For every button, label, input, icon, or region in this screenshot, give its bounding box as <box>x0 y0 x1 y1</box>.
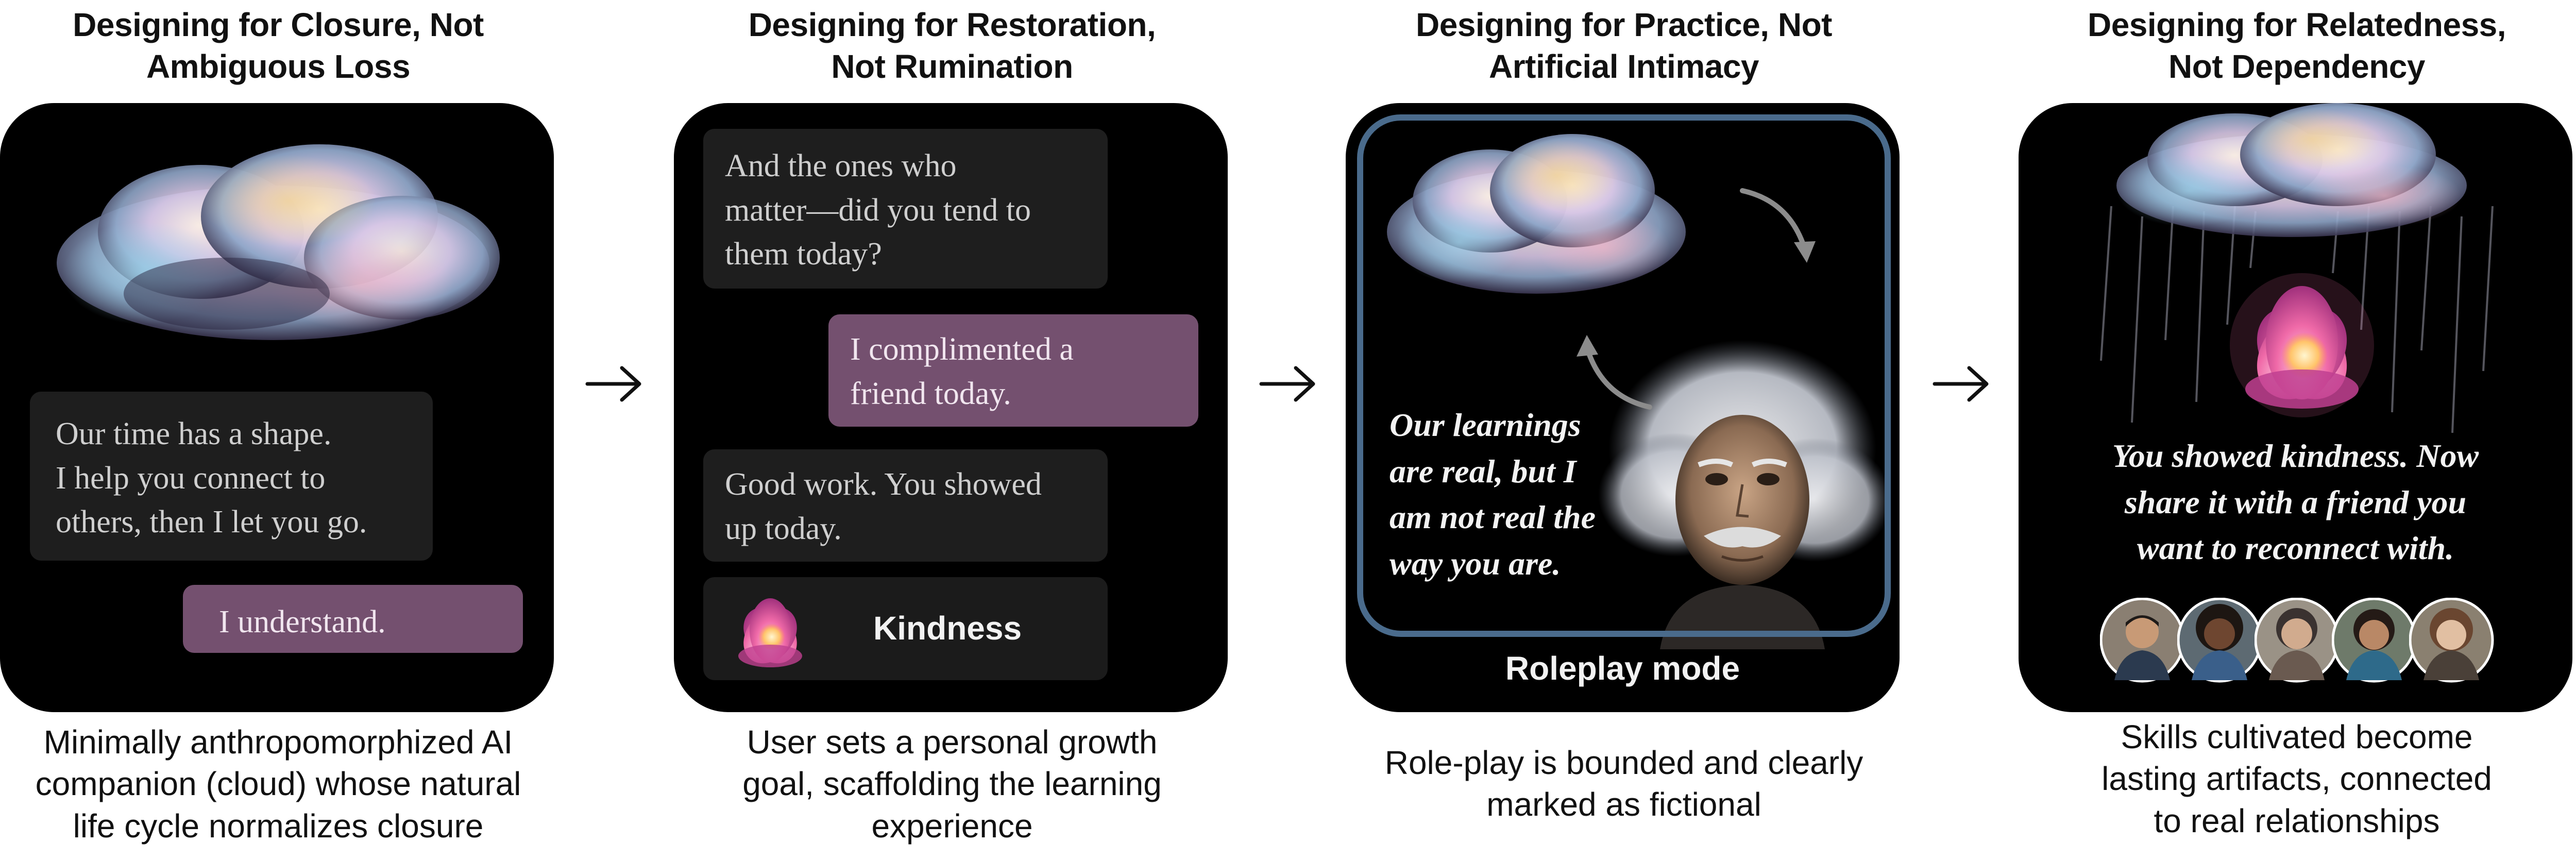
panel-3-caption: Role-play is bounded and clearly marked … <box>1384 744 1863 823</box>
user-message-bubble: I complimented a friend today. <box>828 314 1198 427</box>
roleplay-mode-label: Roleplay mode <box>1505 650 1740 687</box>
ai-message-bubble: Good work. You showed up today. <box>703 449 1108 562</box>
friend-avatars <box>2100 598 2502 683</box>
goal-label: Kindness <box>873 610 1022 647</box>
cloud-icon <box>2116 103 2467 237</box>
user-message-bubble: I understand. <box>183 585 523 653</box>
cloud-icon <box>1387 134 1686 294</box>
avatar[interactable] <box>2332 598 2417 683</box>
rain-icon <box>2100 206 2494 433</box>
panel-relatedness: You showed kindness. Now share it with a… <box>2019 103 2572 712</box>
ai-message-bubble: And the ones who matter—did you tend to … <box>703 129 1108 289</box>
panel-restoration: And the ones who matter—did you tend to … <box>674 103 1228 712</box>
avatar[interactable] <box>2255 598 2340 683</box>
panel-2-caption: User sets a personal growth goal, scaffo… <box>742 723 1162 845</box>
panel-practice: Our learnings are real, but I am not rea… <box>1346 103 1900 712</box>
panel-1-caption: Minimally anthropomorphized AI companion… <box>35 723 521 845</box>
lotus-icon <box>2230 273 2374 417</box>
avatar[interactable] <box>2100 598 2185 683</box>
avatar[interactable] <box>2177 598 2262 683</box>
reconnect-message: You showed kindness. Now share it with a… <box>2112 437 2479 567</box>
roleplay-portrait <box>1598 340 1887 649</box>
panel-3-title: Designing for Practice, Not Artificial I… <box>1416 6 1832 86</box>
goal-card[interactable]: Kindness <box>703 577 1108 680</box>
roleplay-frame <box>1357 114 1891 637</box>
roleplay-quote: Our learnings are real, but I am not rea… <box>1389 407 1596 582</box>
panel-4-caption: Skills cultivated become lasting artifac… <box>2102 718 2492 839</box>
arrow-right-icon <box>585 366 641 402</box>
panel-2-title: Designing for Restoration, Not Ruminatio… <box>748 6 1156 86</box>
cycle-arrows-icon <box>1577 188 1816 410</box>
ai-message-bubble: Our time has a shape. I help you connect… <box>30 392 433 561</box>
avatar[interactable] <box>2409 598 2494 683</box>
panel-4-title: Designing for Relatedness, Not Dependenc… <box>2087 6 2506 86</box>
panel-1-title: Designing for Closure, Not Ambiguous Los… <box>73 6 484 86</box>
lotus-icon <box>738 598 802 667</box>
arrow-right-icon <box>1933 366 1989 402</box>
cloud-icon <box>57 144 500 340</box>
arrow-right-icon <box>1259 366 1315 402</box>
panel-closure: Our time has a shape. I help you connect… <box>0 103 554 712</box>
